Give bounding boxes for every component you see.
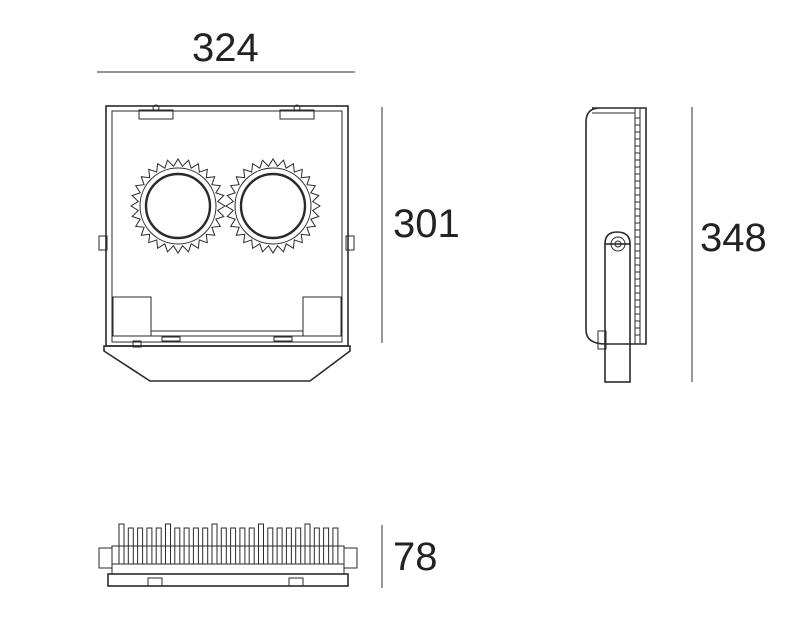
dimension-depth-label: 78 [393,535,438,579]
dimension-front-height-label: 301 [393,202,460,246]
side-view [585,107,647,383]
lens-left [130,158,226,254]
lens-right [225,158,321,254]
dimension-side-height-label: 348 [700,216,767,260]
bottom-view [98,523,358,587]
front-view [98,104,355,382]
dimension-width-label: 324 [192,26,259,70]
